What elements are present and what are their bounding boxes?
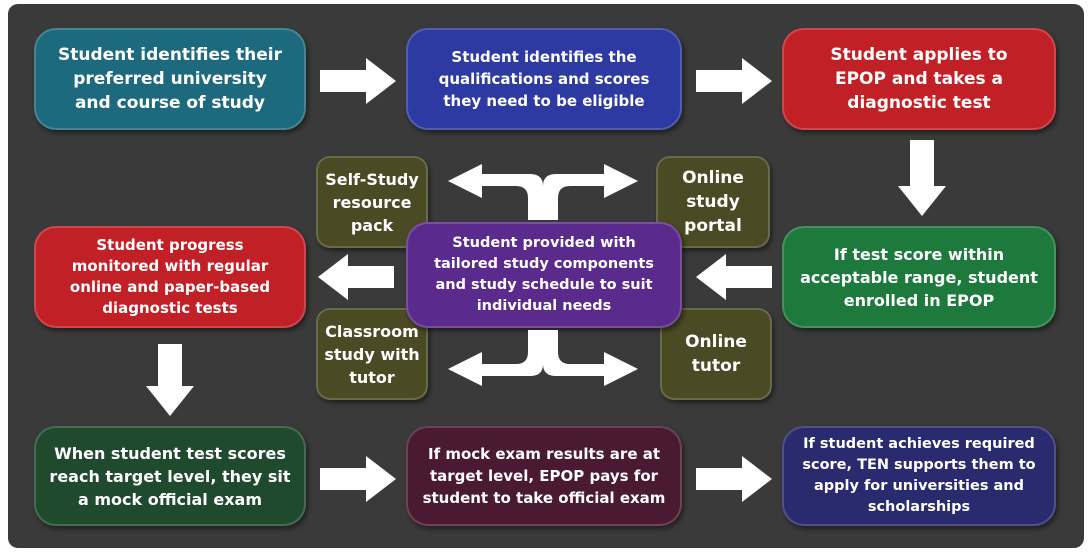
step-ten-supports-text: If student achieves required score, TEN … bbox=[802, 436, 1036, 515]
step-enrolled: If test score within acceptable range, s… bbox=[782, 226, 1056, 328]
component-classroom-text: Classroom study with tutor bbox=[324, 321, 420, 387]
step-official-exam-text: If mock exam results are at target level… bbox=[422, 445, 666, 507]
step-apply-epop: Student applies to EPOP and takes a diag… bbox=[782, 28, 1056, 130]
arrow-left-to-study bbox=[696, 254, 772, 300]
step-study-components: Student provided with tailored study com… bbox=[406, 222, 682, 328]
component-classroom: Classroom study with tutor bbox=[316, 308, 428, 400]
arrow-right-3 bbox=[320, 456, 396, 502]
component-self-study-text: Self-Study resource pack bbox=[325, 169, 419, 235]
step-study-components-text: Student provided with tailored study com… bbox=[434, 235, 654, 314]
component-online-portal-text: Online study portal bbox=[682, 168, 744, 236]
split-arrow-top-icon bbox=[448, 164, 638, 220]
step-apply-epop-text: Student applies to EPOP and takes a diag… bbox=[830, 45, 1008, 113]
step-mock-exam: When student test scores reach target le… bbox=[34, 426, 306, 526]
step-ten-supports: If student achieves required score, TEN … bbox=[782, 426, 1056, 526]
component-online-tutor: Online tutor bbox=[660, 308, 772, 400]
step-official-exam: If mock exam results are at target level… bbox=[406, 426, 682, 526]
arrow-right-1 bbox=[320, 58, 396, 104]
arrow-down-left bbox=[146, 344, 194, 416]
step-mock-exam-text: When student test scores reach target le… bbox=[49, 443, 291, 509]
step-progress-monitored: Student progress monitored with regular … bbox=[34, 226, 306, 328]
step-enrolled-text: If test score within acceptable range, s… bbox=[800, 244, 1038, 310]
arrow-left-to-progress bbox=[318, 254, 394, 300]
step-identify-qualifications: Student identifies the qualifications an… bbox=[406, 28, 682, 130]
arrow-right-2 bbox=[696, 58, 772, 104]
step-identify-university-text: Student identifies their preferred unive… bbox=[57, 45, 283, 113]
component-online-tutor-text: Online tutor bbox=[685, 332, 747, 376]
split-arrow-bottom-icon bbox=[448, 330, 638, 386]
arrow-right-4 bbox=[696, 456, 772, 502]
arrow-down-right bbox=[898, 140, 946, 216]
step-identify-qualifications-text: Student identifies the qualifications an… bbox=[438, 48, 650, 110]
step-identify-university: Student identifies their preferred unive… bbox=[34, 28, 306, 130]
step-progress-monitored-text: Student progress monitored with regular … bbox=[69, 236, 271, 317]
